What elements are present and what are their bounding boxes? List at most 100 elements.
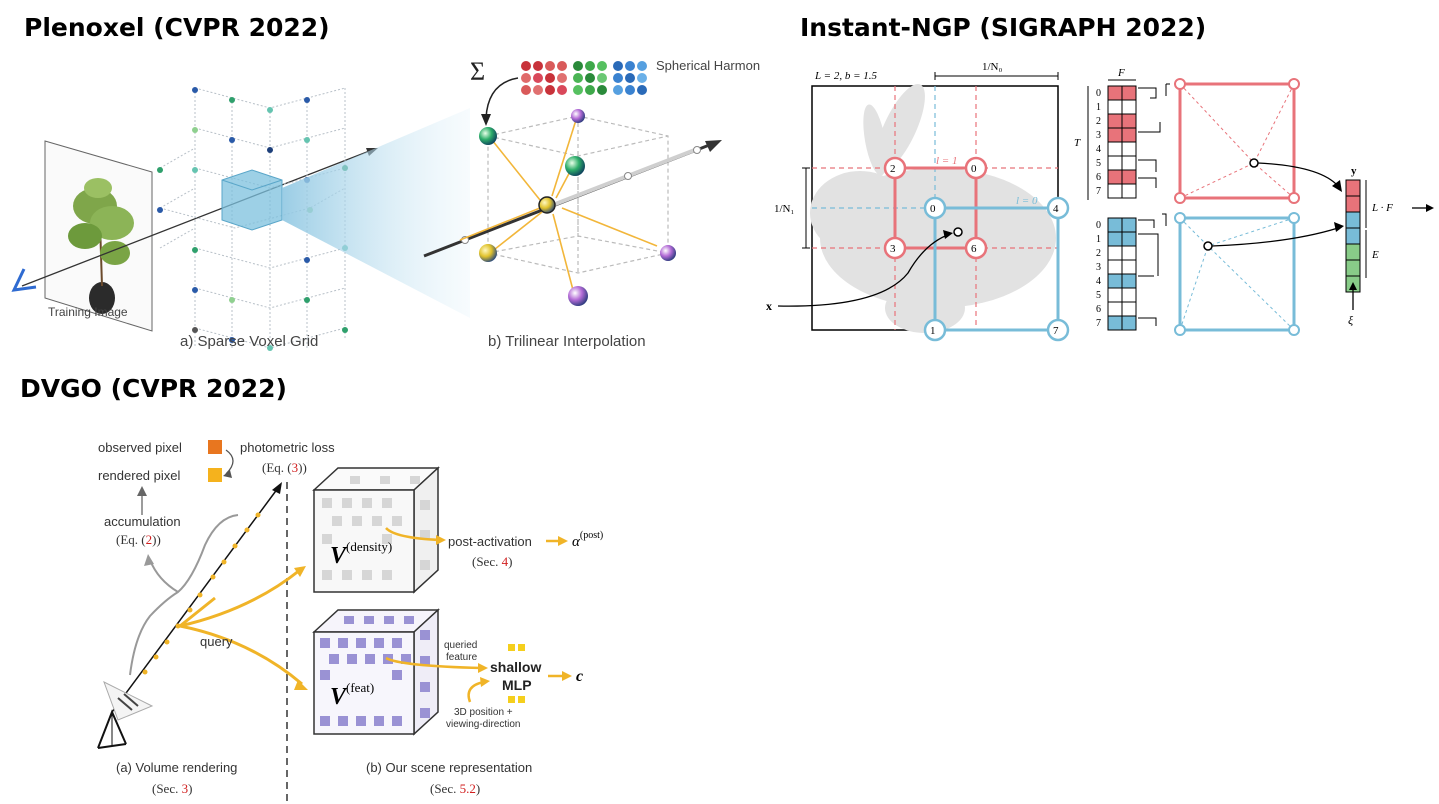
hash-cell (1107, 99, 1123, 115)
hash-cell (1121, 231, 1137, 247)
svg-text:4: 4 (1096, 144, 1101, 155)
heading-instant-ngp: Instant-NGP (SIGRAPH 2022) (800, 13, 1207, 42)
bunny-silhouette (810, 83, 1056, 333)
output-vector (1345, 179, 1361, 293)
hash-cell (1121, 99, 1137, 115)
hash-cell (1121, 141, 1137, 157)
photometric-loss-label: photometric loss (240, 440, 335, 455)
svg-text:2: 2 (1096, 116, 1101, 127)
hash-cell (1107, 231, 1123, 247)
sec3-ref: (Sec. 3) (152, 781, 192, 796)
rendered-pixel-swatch (208, 468, 222, 482)
red-nodes: 2 0 3 6 (883, 156, 988, 260)
heading-dvgo: DVGO (CVPR 2022) (20, 374, 287, 403)
svg-text:6: 6 (1096, 172, 1101, 183)
eq3-ref: (Eq. (3)) (262, 460, 307, 475)
hash-table-level0-row-numbers: 0 1 2 3 4 5 6 7 (1096, 220, 1101, 329)
xi-label: ξ (1348, 313, 1354, 327)
pos-label-1: 3D position + (454, 707, 513, 718)
training-image-label: Training Image (48, 305, 128, 319)
shallow-label: shallow (490, 659, 541, 675)
hash-cell (1107, 273, 1123, 289)
hash-cell (1107, 155, 1123, 171)
hash-cell (1345, 211, 1361, 229)
caption-volume-rendering: (a) Volume rendering (116, 760, 237, 775)
hash-cell (1121, 85, 1137, 101)
hash-cell (1121, 155, 1137, 171)
alpha-post-label: α(post) (572, 530, 603, 550)
hash-cell (1107, 259, 1123, 275)
x-label: x (766, 299, 772, 313)
query-point (953, 227, 963, 237)
hash-cell (1121, 273, 1137, 289)
v-feat-label: V(feat) (330, 680, 374, 710)
hash-cell (1121, 217, 1137, 233)
hash-cell (1107, 183, 1123, 199)
red-interp-lines (1179, 83, 1295, 199)
sec52-ref: (Sec. 5.2) (430, 781, 480, 796)
svg-text:1: 1 (1096, 102, 1101, 113)
hash-cell (1107, 141, 1123, 157)
hash-cell (1107, 301, 1123, 317)
sum-symbol: Σ (470, 57, 485, 86)
hash-cell (1345, 179, 1361, 197)
hash-cell (1121, 245, 1137, 261)
hash-cell (1345, 259, 1361, 277)
feature-label: feature (446, 652, 478, 663)
blue-interp-square (1178, 216, 1296, 332)
density-voxel-cube (312, 466, 440, 594)
instant-ngp-svg: L = 2, b = 1.5 1/N₀ 1/N₁ l = 1 l = 0 2 0… (766, 61, 1434, 342)
blue-nodes: 0 4 1 7 (923, 196, 1070, 342)
hash-cell (1345, 243, 1361, 261)
l1-label: l = 1 (936, 155, 957, 167)
hash-cell (1121, 259, 1137, 275)
caption-sparse-voxel-grid: a) Sparse Voxel Grid (180, 333, 318, 350)
svg-text:5: 5 (1096, 158, 1101, 169)
hash-cell (1121, 113, 1137, 129)
red-interp-square (1178, 82, 1296, 200)
svg-text:1: 1 (1096, 234, 1101, 245)
hash-cell (1107, 85, 1123, 101)
svg-text:0: 0 (971, 163, 977, 175)
accumulation-label: accumulation (104, 514, 181, 529)
hash-cell (1107, 315, 1123, 331)
c-label: c (576, 668, 583, 685)
n0-label: 1/N₀ (982, 61, 1003, 73)
heading-plenoxel: Plenoxel (CVPR 2022) (24, 13, 330, 42)
mlp-label: MLP (502, 677, 532, 693)
sec4-ref: (Sec. 4) (472, 554, 512, 569)
y-label: y (1351, 165, 1357, 177)
spherical-harmonics-icons (521, 61, 647, 95)
zoom-beam (282, 108, 470, 318)
hash-cell (1121, 315, 1137, 331)
pos-label-2: viewing-direction (446, 719, 520, 730)
plenoxel-figure: Σ Spherical Harmonics Training Image a) … (0, 48, 760, 368)
queried-label: queried (444, 640, 477, 651)
svg-text:6: 6 (1096, 304, 1101, 315)
hash-cell (1345, 227, 1361, 245)
svg-text:4: 4 (1096, 276, 1101, 287)
t-label: T (1074, 137, 1081, 149)
svg-text:3: 3 (1096, 262, 1101, 273)
table-connectors (1138, 83, 1170, 326)
hash-cell (1121, 287, 1137, 303)
hash-table-level1-row-numbers: 0 1 2 3 4 5 6 7 (1096, 88, 1101, 197)
hash-table-level1 (1107, 85, 1137, 199)
caption-scene-representation: (b) Our scene representation (366, 760, 532, 775)
svg-text:0: 0 (930, 203, 936, 215)
svg-text:3: 3 (1096, 130, 1101, 141)
hash-cell (1107, 217, 1123, 233)
observed-pixel-swatch (208, 440, 222, 454)
hash-cell (1107, 127, 1123, 143)
feature-voxel-cube (312, 608, 440, 736)
svg-text:4: 4 (1053, 203, 1059, 215)
hash-table-level0 (1107, 217, 1137, 331)
v-density-label: V(density) (330, 539, 392, 569)
e-label: E (1371, 249, 1379, 261)
hash-cell (1121, 183, 1137, 199)
svg-text:7: 7 (1053, 325, 1059, 337)
hash-cell (1121, 169, 1137, 185)
caption-trilinear-interpolation: b) Trilinear Interpolation (488, 333, 646, 350)
camera-ray (21, 149, 373, 287)
sh-label-1: Spherical Harmonics (656, 58, 760, 73)
